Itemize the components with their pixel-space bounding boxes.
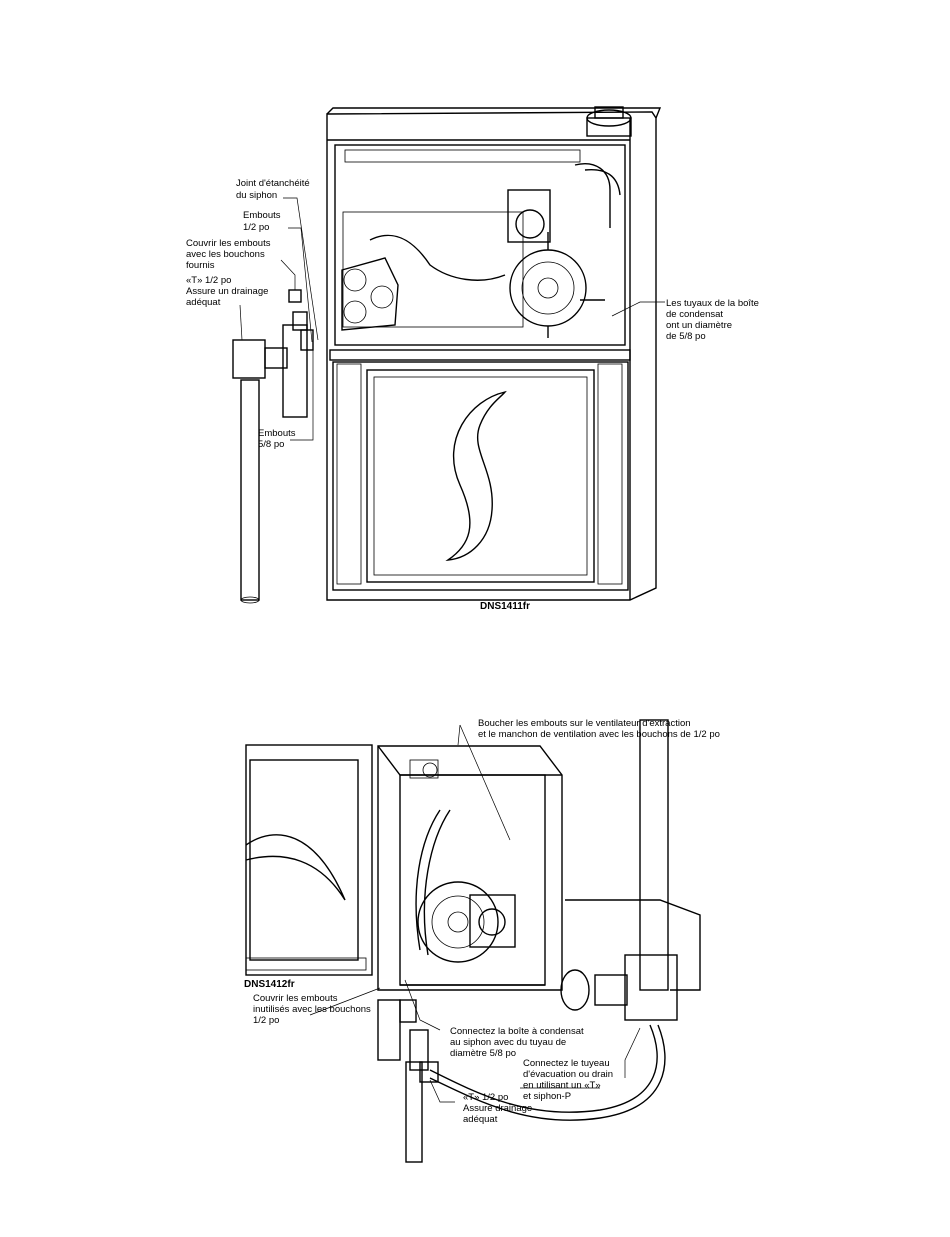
callout-te-line3: adéquat: [186, 297, 221, 308]
furnace-cabinet: [326, 106, 662, 601]
furnace-diagram-side: Boucher les embouts sur le ventilateur d…: [0, 700, 950, 1170]
callout-couvrir-line2: avec les bouchons: [186, 249, 265, 260]
callout-te-line2: Assure drainage: [463, 1103, 532, 1114]
callout-te-line1: «T» 1/2 po: [186, 275, 231, 286]
figure-code: DNS1411fr: [480, 601, 530, 612]
drain-trap-assembly: [232, 289, 314, 604]
callout-embouts-58-line1: Embouts: [258, 428, 296, 439]
furnace-cabinet-side: [377, 745, 563, 991]
leader-lines-fig2: [309, 724, 641, 1103]
callout-embouts-half-line1: Embouts: [243, 210, 281, 221]
leader-lines: [239, 197, 665, 441]
callout-tuyaux-line3: ont un diamètre: [666, 320, 732, 331]
callout-embouts-58-line2: 5/8 po: [258, 439, 284, 450]
callout-tuyaux-line1: Les tuyaux de la boîte: [666, 298, 759, 309]
callout-couvrir-line2: inutilisés avec les bouchons: [253, 1004, 371, 1015]
callout-connectez-boite-line2: au siphon avec du tuyau de: [450, 1037, 566, 1048]
callout-couvrir-line3: 1/2 po: [253, 1015, 279, 1026]
inducer-blower-side: [415, 809, 516, 963]
callout-tuyaux-line2: de condensat: [666, 309, 723, 320]
callout-connectez-tuyau-line1: Connectez le tuyeau: [523, 1058, 610, 1069]
drain-trap-side: [377, 999, 439, 1163]
adjacent-door-panel: [245, 744, 373, 976]
inducer-blower: [369, 163, 621, 338]
callout-te-line1: «T» 1/2 po: [463, 1092, 508, 1103]
vent-pipe-and-trap: [429, 719, 701, 1121]
callout-te-line3: adéquat: [463, 1114, 498, 1125]
callout-te-line2: Assure un drainage: [186, 286, 268, 297]
callout-boucher-line1: Boucher les embouts sur le ventilateur d…: [478, 718, 691, 729]
callout-connectez-tuyau-line2: d'évacuation ou drain: [523, 1069, 613, 1080]
callout-connectez-boite-line3: diamètre 5/8 po: [450, 1048, 516, 1059]
figure2-code: DNS1412fr: [244, 979, 295, 990]
callout-tuyaux-line4: de 5/8 po: [666, 331, 706, 342]
callout-embouts-half-line2: 1/2 po: [243, 222, 269, 233]
furnace-diagram-front: Joint d'étanchéité du siphon Embouts 1/2…: [186, 106, 759, 612]
callout-joint-line1: Joint d'étanchéité: [236, 178, 310, 189]
callout-couvrir-line3: fournis: [186, 260, 215, 271]
callout-boucher-line2: et le manchon de ventilation avec les bo…: [478, 729, 720, 740]
callout-connectez-tuyau-line3: en utilisant un «T»: [523, 1080, 601, 1091]
pressure-switches: [341, 257, 399, 331]
callout-connectez-boite-line1: Connectez la boîte à condensat: [450, 1026, 584, 1037]
callout-connectez-tuyau-line4: et siphon-P: [523, 1091, 571, 1102]
callout-joint-line2: du siphon: [236, 190, 277, 201]
callout-couvrir-line1: Couvrir les embouts: [253, 993, 338, 1004]
callout-couvrir-line1: Couvrir les embouts: [186, 238, 271, 249]
